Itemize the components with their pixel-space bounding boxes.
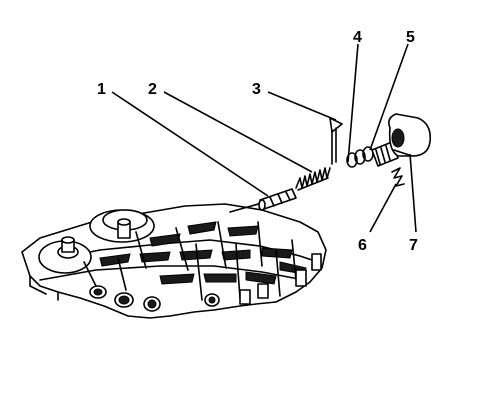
callout-6: 6 <box>358 237 367 254</box>
callout-5: 5 <box>406 29 415 46</box>
callout-7: 7 <box>409 237 418 254</box>
valve-spool <box>258 188 297 211</box>
axis-line <box>229 202 263 213</box>
valve-body <box>21 203 327 319</box>
callout-1: 1 <box>97 81 106 98</box>
callout-3: 3 <box>252 81 261 98</box>
callout-4: 4 <box>353 29 362 46</box>
callouts: 1 2 3 4 5 6 7 <box>97 29 418 254</box>
retaining-clip <box>391 167 405 187</box>
retainer-pin <box>329 117 343 165</box>
solenoid <box>371 113 432 167</box>
callout-2: 2 <box>148 81 157 98</box>
leader-lines <box>111 43 417 233</box>
o-rings <box>346 146 374 168</box>
spring <box>295 167 331 191</box>
